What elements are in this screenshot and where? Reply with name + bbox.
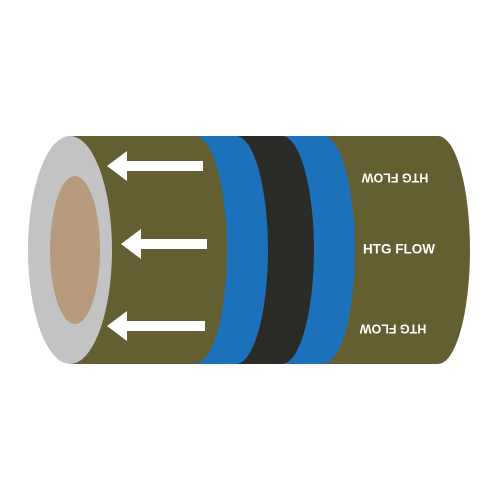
pipe-marker-roll: HTG FLOW HTG FLOW HTG FLOW: [28, 136, 470, 364]
blue-band-left: [195, 136, 268, 364]
legend-text-top: HTG FLOW: [361, 171, 428, 185]
blue-band-right: [282, 136, 355, 364]
legend-text-bottom: HTG FLOW: [359, 322, 426, 336]
black-band: [236, 136, 314, 364]
color-bands: [195, 136, 355, 364]
flow-arrow-2: [121, 229, 207, 259]
flow-arrows: [107, 151, 207, 341]
legend-text-middle: HTG FLOW: [363, 242, 435, 257]
roll-core: [50, 176, 100, 324]
flow-arrow-1: [107, 151, 203, 181]
flow-arrow-3: [107, 311, 205, 341]
